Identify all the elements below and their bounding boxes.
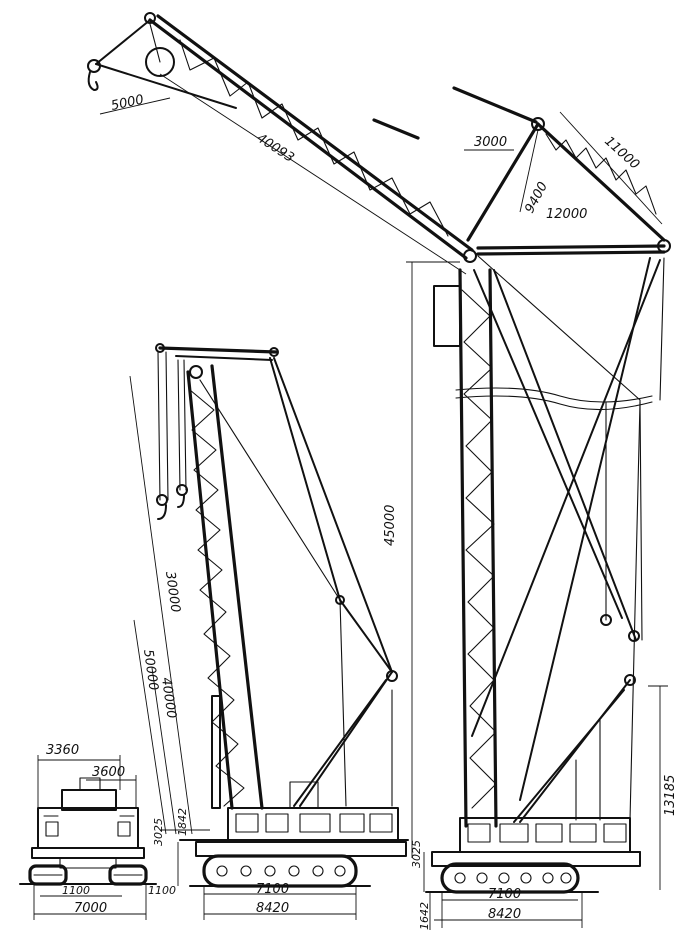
- dim-mid-track-inner: 7100: [256, 882, 289, 897]
- middle-crane-dimensions: [129, 375, 357, 920]
- right-crane-dimensions: [99, 73, 668, 930]
- dim-left-track-gauge-b: 1100: [148, 884, 176, 897]
- dim-left-cab-width: 3360: [46, 743, 79, 758]
- dim-right-hook-height: 13185: [663, 775, 678, 816]
- dim-mid-track-outer: 8420: [256, 901, 289, 916]
- dim-mid-boom-length: 30000: [162, 570, 183, 613]
- dim-left-base-low: 1842: [176, 808, 189, 836]
- dim-right-track-inner: 7100: [488, 887, 521, 902]
- middle-crane: [155, 343, 409, 888]
- dim-right-counter-jib: 12000: [546, 207, 587, 222]
- dim-right-mast-top-offset: 3000: [474, 135, 507, 150]
- dim-jib-length: 40093: [254, 131, 297, 166]
- dim-right-track-low: 1642: [418, 902, 431, 930]
- dim-mid-height-b: 50000: [140, 648, 161, 691]
- dim-right-mast-height: 45000: [383, 505, 398, 546]
- dim-left-track-gauge: 1100: [62, 884, 90, 897]
- end-view-dimensions: [33, 755, 147, 920]
- dim-left-cab-inner: 3600: [92, 765, 125, 780]
- dim-right-base-height: 3025: [410, 840, 423, 868]
- dim-top-left-boom-radius: 5000: [110, 92, 145, 114]
- right-tower-crane: [87, 12, 671, 894]
- dim-left-track-width: 7000: [74, 901, 107, 916]
- dim-right-top-stay: 11000: [601, 134, 642, 173]
- dim-mid-height-a: 40000: [158, 676, 179, 719]
- dim-right-track-outer: 8420: [488, 907, 521, 922]
- dim-left-base-height: 3025: [152, 818, 165, 846]
- end-view-crawler: [19, 777, 157, 886]
